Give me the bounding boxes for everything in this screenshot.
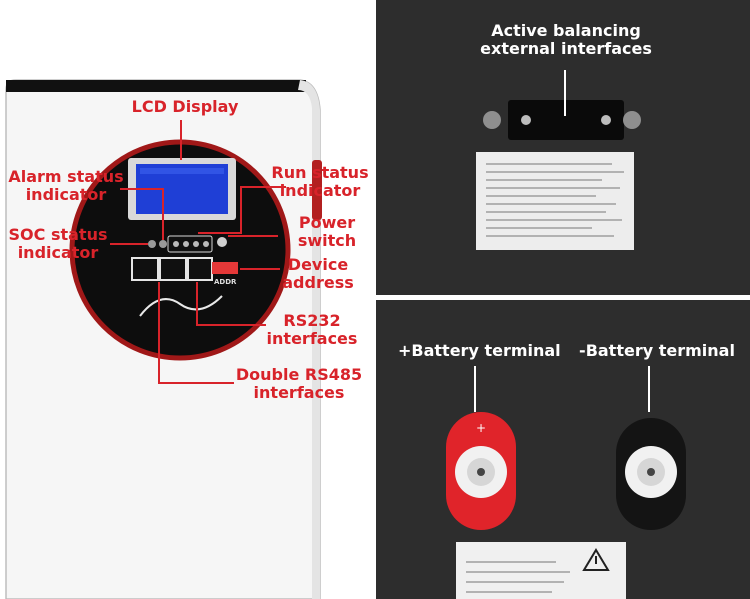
mount-screw-left: [483, 111, 501, 129]
alarm-line-v: [162, 188, 164, 240]
side-handle: [312, 160, 322, 220]
soc-line: [110, 243, 148, 245]
rs485-label: Double RS485 interfaces: [232, 365, 366, 403]
positive-terminal-label: +Battery terminal: [398, 341, 561, 360]
alarm-led: [159, 240, 167, 248]
run-led-2: [183, 241, 189, 247]
battery-terminals-illustration: +: [376, 300, 750, 599]
active-balancing-illustration: [376, 0, 750, 295]
run-status-label-line2: indicator: [279, 181, 361, 201]
soc-status-label-line2: indicator: [17, 243, 99, 263]
rs232-label-line1: RS232: [283, 311, 341, 330]
power-switch: [217, 237, 227, 247]
wave-graphic: [139, 295, 223, 317]
rs485-label-line2: interfaces: [253, 383, 345, 403]
lcd-display-label: LCD Display: [131, 97, 239, 116]
mount-screw-right: [623, 111, 641, 129]
port-screw-right: [601, 115, 611, 125]
alarm-status-label-line1: Alarm status: [8, 167, 124, 186]
run-line-h2: [198, 232, 242, 234]
rs485-line-h: [158, 382, 234, 384]
alarm-status-label: Alarm status indicator: [6, 167, 126, 205]
run-led-1: [173, 241, 179, 247]
rs485-line-v: [158, 282, 160, 384]
negative-terminal-bolt-center: [647, 468, 655, 476]
alarm-status-label-line2: indicator: [25, 185, 107, 205]
rs232-line-v: [196, 282, 198, 326]
bottom-right-panel: + +Battery terminal -Battery terminal: [376, 300, 750, 599]
warning-text-lines: [466, 561, 570, 593]
indicator-strip: [167, 235, 213, 253]
soc-status-label-line1: SOC status: [8, 225, 108, 244]
positive-terminal-line: [474, 366, 476, 412]
rs485-port-2: [159, 257, 187, 281]
cabinet-top-strip: [6, 80, 306, 92]
positive-terminal-plus-mark: +: [476, 421, 486, 435]
spec-label-sticker: [476, 152, 634, 250]
rs232-label: RS232 interfaces: [264, 311, 360, 349]
dip-switch: [212, 262, 238, 274]
spec-text-lines: [486, 163, 624, 237]
device-line: [240, 268, 280, 270]
power-switch-label-line1: Power: [298, 213, 356, 232]
lcd-line: [180, 120, 182, 160]
rs232-line-h: [196, 324, 266, 326]
device-address-label-line2: address: [282, 273, 354, 293]
panel-divider: [376, 295, 750, 300]
battery-front-illustration: [5, 79, 322, 599]
soc-led: [148, 240, 156, 248]
left-panel: ADDR LCD Display Alarm status indicator …: [0, 0, 372, 599]
lcd-glare: [140, 168, 224, 174]
power-switch-label: Power switch: [286, 213, 368, 251]
rs485-label-line1: Double RS485: [235, 365, 363, 384]
active-balancing-label: Active balancing external interfaces: [466, 21, 666, 59]
top-right-panel: Active balancing external interfaces: [376, 0, 750, 295]
rs485-port-1: [131, 257, 159, 281]
balancing-port: [508, 100, 624, 140]
warning-triangle-icon: [582, 548, 610, 571]
power-switch-label-line2: switch: [297, 231, 357, 251]
rs232-label-line2: interfaces: [266, 329, 358, 349]
power-line: [228, 235, 278, 237]
device-address-print: ADDR: [214, 278, 237, 286]
run-line-v: [240, 186, 242, 234]
active-balancing-line: [564, 70, 566, 116]
active-balancing-label-line2: external interfaces: [480, 39, 652, 59]
alarm-line-h: [120, 188, 164, 190]
run-led-4: [203, 241, 209, 247]
run-led-3: [193, 241, 199, 247]
device-address-label: Device address: [280, 255, 356, 293]
negative-terminal-label: -Battery terminal: [579, 341, 735, 360]
positive-terminal-bolt-center: [477, 468, 485, 476]
negative-terminal-line: [648, 366, 650, 412]
run-status-label-line1: Run status: [271, 163, 369, 182]
run-line-h: [240, 186, 286, 188]
run-status-label: Run status indicator: [270, 163, 370, 201]
rs232-port: [187, 257, 213, 281]
device-address-label-line1: Device: [287, 255, 349, 274]
port-screw-left: [521, 115, 531, 125]
active-balancing-label-line1: Active balancing: [491, 21, 641, 40]
soc-status-label: SOC status indicator: [4, 225, 112, 263]
